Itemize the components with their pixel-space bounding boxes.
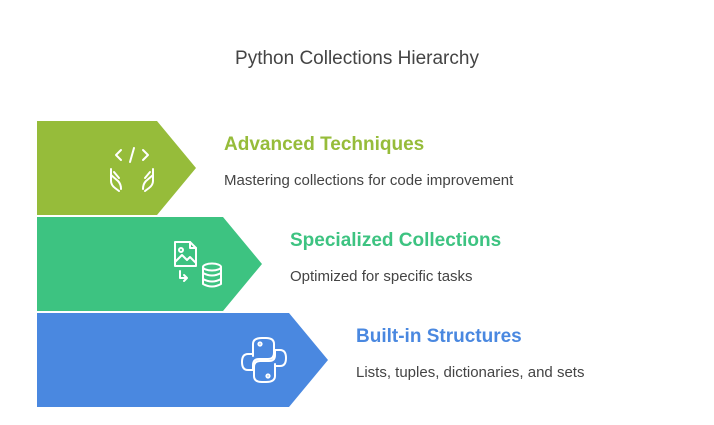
code-hands-icon bbox=[110, 147, 154, 192]
built-in-structures-title: Built-in Structures bbox=[356, 326, 522, 347]
built-in-structures-description: Lists, tuples, dictionaries, and sets bbox=[356, 364, 585, 381]
image-database-icon bbox=[174, 241, 222, 288]
arrow-built-in-structures bbox=[37, 313, 328, 407]
specialized-collections-description: Optimized for specific tasks bbox=[290, 268, 473, 285]
specialized-collections-title: Specialized Collections bbox=[290, 230, 502, 251]
advanced-techniques-description: Mastering collections for code improveme… bbox=[224, 172, 514, 189]
page-title: Python Collections Hierarchy bbox=[235, 48, 479, 69]
python-logo-icon bbox=[241, 337, 287, 383]
arrow-advanced-techniques bbox=[37, 121, 196, 215]
advanced-techniques-title: Advanced Techniques bbox=[224, 134, 425, 155]
arrow-specialized-collections bbox=[37, 217, 262, 311]
